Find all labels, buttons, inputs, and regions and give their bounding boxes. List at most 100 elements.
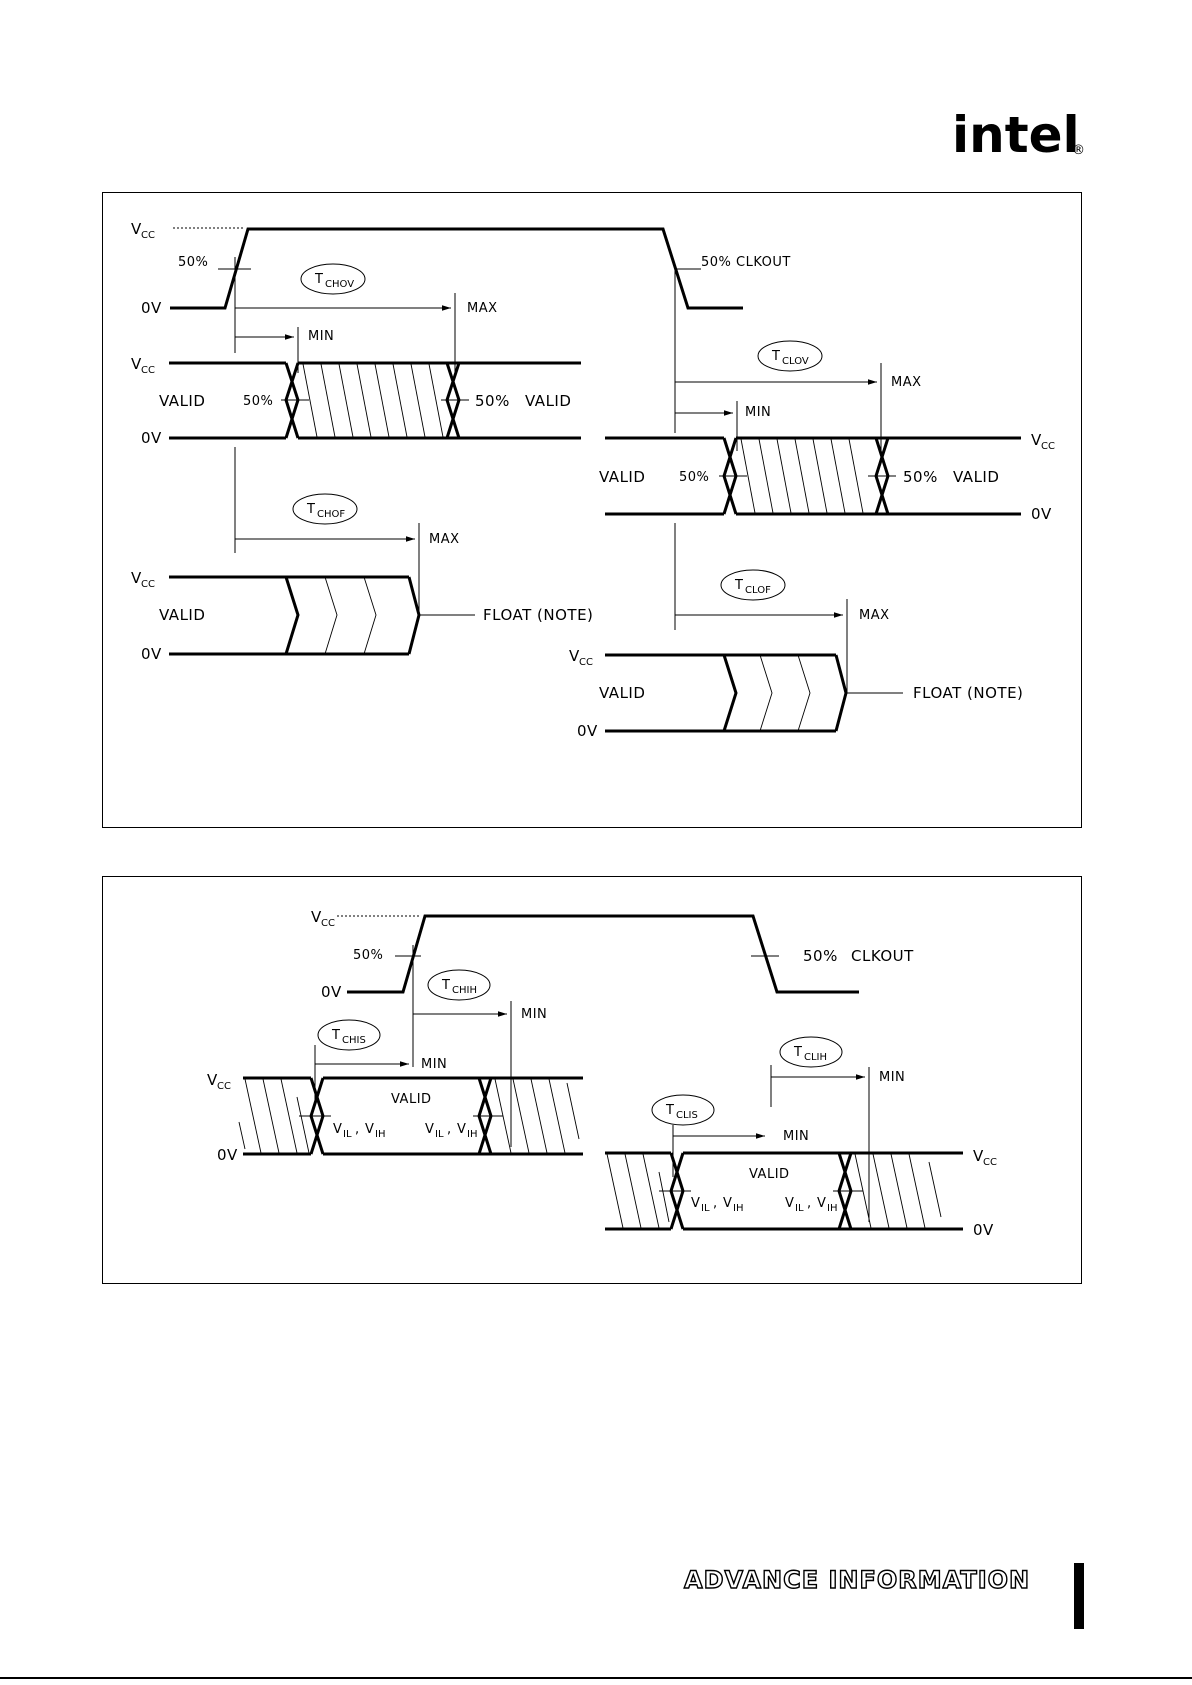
tchof-bubble [292,493,358,525]
tchof-sub: CHOF [317,509,345,520]
tclov-annotation: T CLOV [674,269,882,451]
valid-label-6: VALID [599,684,645,702]
valid-label-1: VALID [159,392,205,410]
vih-sub-4: IH [827,1203,837,1214]
tchov-max-label: MAX [467,301,498,316]
vih-v-3: V [723,1196,732,1211]
page-edge-bar [1074,1563,1084,1629]
tclof-annotation: T CLOF [674,523,848,693]
tchof-annotation: T CHOF [234,447,420,618]
vcc-label-5: V [569,647,580,665]
tchis-annotation [314,1019,409,1107]
clkout-input-timing-panel: V CC 50% 50% CLKOUT 0V T CHIH MIN T CHIS… [102,876,1082,1284]
vil-v-4: V [785,1196,794,1211]
vih-v-1: V [365,1122,374,1137]
zero-v-label-2: 0V [141,429,162,447]
tchis-t: T [331,1028,340,1043]
intel-logo: intel ® [952,106,1085,164]
valid-label-5: VALID [953,468,999,486]
pct50-label-7: 50% [803,947,838,965]
vcc-label-4: V [1031,431,1042,449]
input-timing-diagram: V CC 50% 50% CLKOUT 0V T CHIH MIN T CHIS… [207,908,997,1239]
tclof-t: T [734,578,743,593]
tclof-bubble [720,569,786,601]
tchih-sub: CHIH [452,985,477,996]
tclov-bubble [757,340,823,372]
pct50-label-6: 50% [353,948,383,963]
zero-v-label-1: 0V [141,299,162,317]
tclis-min-label: MIN [783,1129,809,1144]
valid-label-7: VALID [391,1092,432,1107]
vcc-sub-1: CC [141,230,155,241]
vcc-label-7: V [207,1071,218,1089]
float-bus-left [169,575,475,656]
float-note-label-2: FLOAT (NOTE) [913,684,1023,702]
pct50-label-2: 50% [243,394,273,409]
input-bus-left [238,1076,583,1156]
clkout-label-2: CLKOUT [851,947,914,965]
tclof-max-label: MAX [859,608,890,623]
vil-sub-3: IL [701,1203,710,1214]
comma-4: , [807,1196,812,1211]
vcc-label-8: V [973,1147,984,1165]
tchof-max-label: MAX [429,532,460,547]
output-timing-diagram: V CC 0V 50% 50% CLKOUT T CHOV MAX MIN [131,220,1055,740]
vcc-sub-2: CC [141,365,155,376]
valid-label-4: VALID [599,468,645,486]
clkout-waveform [170,227,743,310]
vih-v-2: V [457,1122,466,1137]
vil-sub-2: IL [435,1129,444,1140]
tclov-max-label: MAX [891,375,922,390]
clkout-line [170,227,743,310]
vih-sub-3: IH [733,1203,743,1214]
vcc-sub-4: CC [1041,441,1055,452]
vcc-sub-5: CC [579,657,593,668]
comma-1: , [355,1122,360,1137]
output-bus-right [605,436,1021,516]
valid-label-2: VALID [525,392,571,410]
vih-sub-2: IH [467,1129,477,1140]
vcc-label-3: V [131,569,142,587]
vih-v-4: V [817,1196,826,1211]
comma-2: , [447,1122,452,1137]
pct50-label-4: 50% [679,470,709,485]
tclih-sub: CLIH [804,1052,827,1063]
tchis-sub: CHIS [342,1035,366,1046]
tchov-sub: CHOV [325,279,354,290]
tclih-t: T [793,1045,802,1060]
vcc-label-1: V [131,220,142,238]
bottom-rule [0,1677,1192,1679]
zero-v-label-6: 0V [321,983,342,1001]
tclof-sub: CLOF [745,585,771,596]
valid-label-3: VALID [159,606,205,624]
zero-v-label-4: 0V [1031,505,1052,523]
vcc-sub-6: CC [321,918,335,929]
tchih-min-label: MIN [521,1007,547,1022]
tchih-annotation [412,945,512,1147]
tchis-min-label: MIN [421,1057,447,1072]
vil-sub-1: IL [343,1129,352,1140]
tclis-t: T [665,1103,674,1118]
zero-v-label-8: 0V [973,1221,994,1239]
vcc-label-2: V [131,355,142,373]
clkout-output-timing-panel: V CC 0V 50% 50% CLKOUT T CHOV MAX MIN [102,192,1082,828]
vcc-label-6: V [311,908,322,926]
zero-v-label-5: 0V [577,722,598,740]
tclih-min-label: MIN [879,1070,905,1085]
vil-v-2: V [425,1122,434,1137]
tclov-sub: CLOV [782,356,809,367]
tclih-annotation [770,1036,870,1222]
pct50-label-5: 50% [903,468,938,486]
tclis-annotation [651,1094,765,1177]
zero-v-label-7: 0V [217,1146,238,1164]
tchov-min-label: MIN [308,329,334,344]
tchof-t: T [306,502,315,517]
pct50-label-3: 50% [475,392,510,410]
vil-v-1: V [333,1122,342,1137]
zero-v-label-3: 0V [141,645,162,663]
output-bus-left [169,361,581,440]
float-note-label-1: FLOAT (NOTE) [483,606,593,624]
registered-mark: ® [1072,143,1085,158]
logo-text: intel [952,106,1080,164]
vcc-sub-7: CC [217,1081,231,1092]
